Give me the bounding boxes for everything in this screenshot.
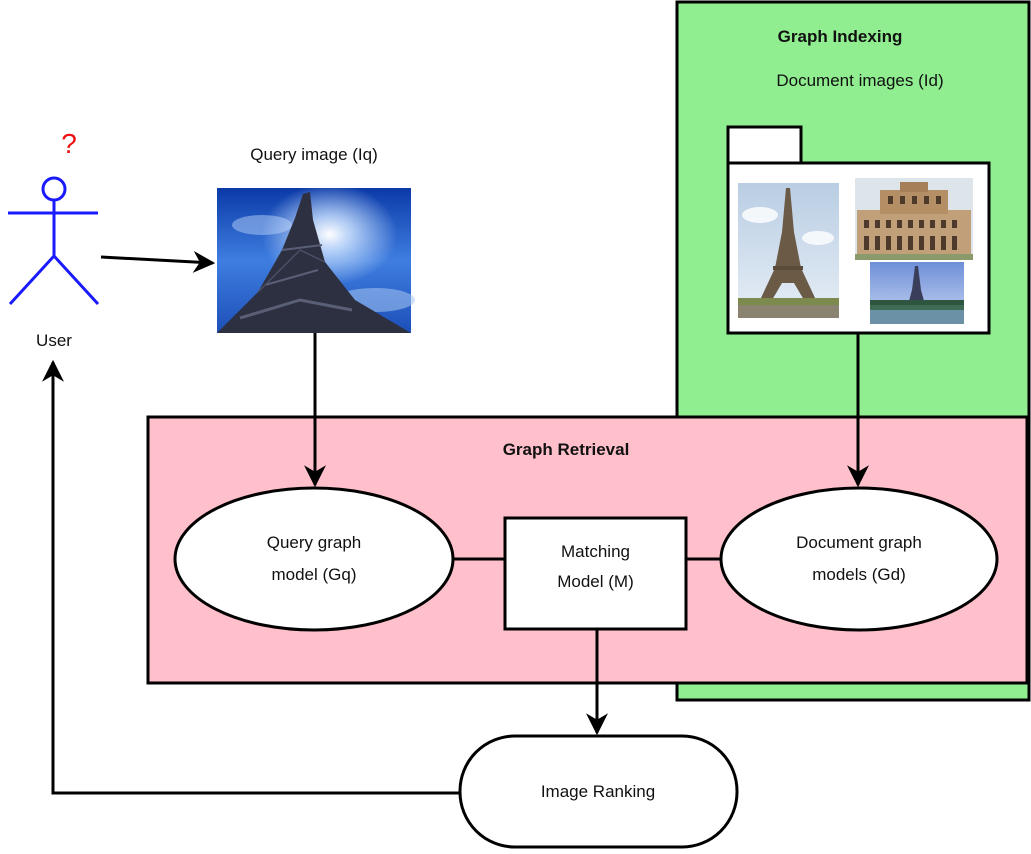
query-image-caption: Query image (Iq) <box>250 145 378 164</box>
document-graph-models-label-line2: models (Gd) <box>812 565 906 584</box>
eiffel-tower-river-photo <box>870 262 964 324</box>
user-to-query-arrow <box>100 250 216 273</box>
eiffel-tower-day-photo <box>738 183 839 318</box>
matching-model-label-line1: Matching <box>561 542 630 561</box>
graph-retrieval-title: Graph Retrieval <box>502 440 630 459</box>
document-images-caption: Document images (Id) <box>776 71 944 90</box>
user-label: User <box>36 331 72 350</box>
document-graph-models-label-line1: Document graph <box>796 533 922 552</box>
ranking-to-user-arrow <box>42 359 460 795</box>
building-photo <box>855 178 973 260</box>
query-graph-model-node <box>173 486 455 632</box>
image-ranking-label: Image Ranking <box>540 782 656 801</box>
query-graph-model-label-line2: model (Gq) <box>271 565 357 584</box>
question-mark: ? <box>61 128 77 159</box>
stick-figure-icon <box>8 176 100 306</box>
eiffel-tower-photo <box>217 188 415 333</box>
graph-indexing-title: Graph Indexing <box>777 27 903 46</box>
matching-model-node <box>503 516 688 631</box>
matching-model-label-line2: Model (M) <box>557 572 634 591</box>
document-graph-models-node <box>719 486 999 632</box>
query-graph-model-label-line1: Query graph <box>266 533 362 552</box>
